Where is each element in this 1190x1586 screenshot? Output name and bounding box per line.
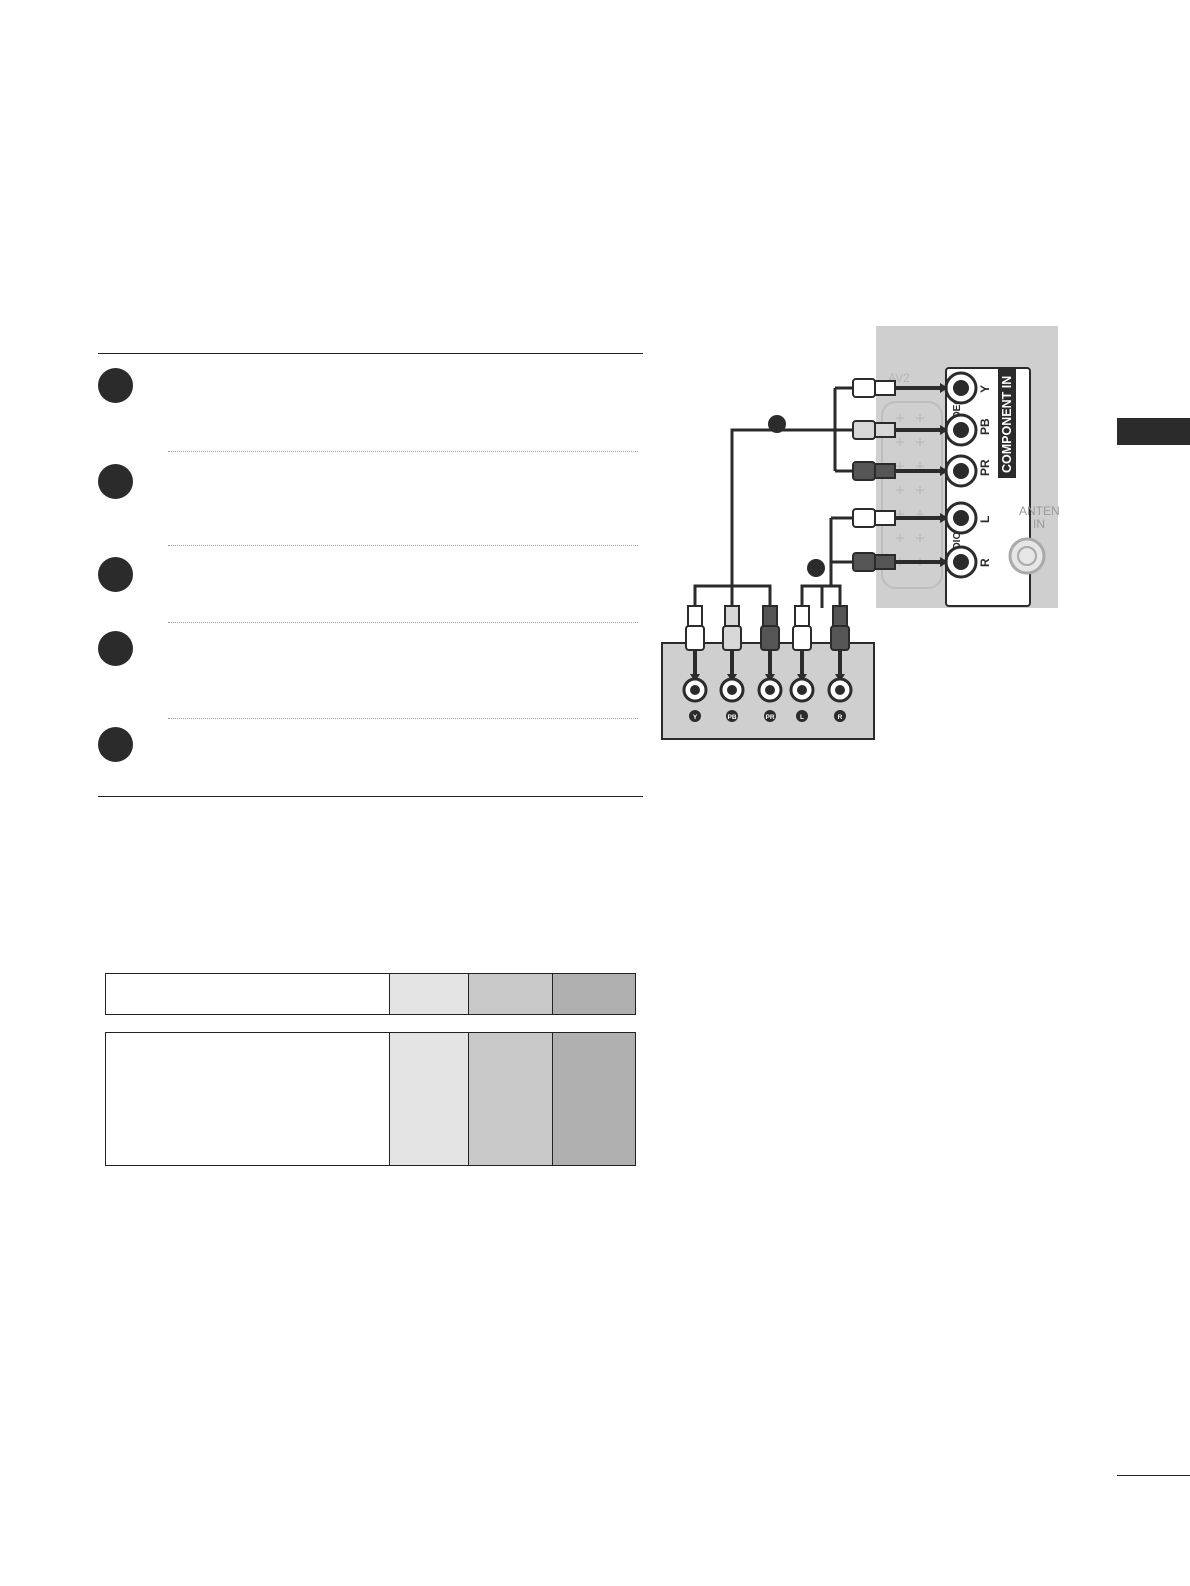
body-cell-0: [106, 1033, 390, 1165]
panel-plug-1: [852, 378, 948, 398]
body-cell-1: [390, 1033, 469, 1165]
device-plug-4: [792, 605, 812, 682]
panel-jack-core-4: [953, 510, 969, 526]
device-plug-1: [685, 605, 705, 682]
audio-bundle-marker: [807, 559, 825, 577]
bottom-rule: [98, 796, 643, 797]
step-marker-3: [98, 557, 133, 592]
device-jack-core-1: [690, 685, 700, 695]
panel-plug-4: [852, 508, 948, 528]
device-label-dot-3: [764, 710, 776, 722]
body-cell-3: [553, 1033, 635, 1165]
device-jack-label-4: L: [800, 714, 804, 721]
antenna-jack-center: [1017, 546, 1037, 566]
panel-jack-core-3: [953, 463, 969, 479]
panel-port-label-5: R: [978, 558, 992, 567]
device-label-dot-2: [726, 710, 738, 722]
body-cell-2: [469, 1033, 553, 1165]
scart-outline: [881, 401, 943, 589]
device-label-dot-1: [689, 710, 701, 722]
step-divider-4: [168, 718, 638, 719]
device-jack-label-5: R: [838, 714, 843, 721]
header-cell-1: [390, 974, 469, 1014]
video-label: VIDEO: [952, 397, 963, 428]
component-label-bar: [998, 368, 1016, 478]
step-marker-1: [98, 368, 133, 403]
step-divider-1: [168, 451, 638, 452]
device-label-dot-5: [834, 710, 846, 722]
panel-plug-2: [852, 420, 948, 440]
step-marker-2: [98, 464, 133, 499]
antenna-label-line2: IN: [1033, 517, 1045, 531]
cables: [693, 386, 855, 608]
header-cell-3: [553, 974, 635, 1014]
device-jack-label-1: Y: [693, 714, 698, 721]
device-jack-label-2: PB: [727, 714, 736, 721]
step-marker-4: [98, 631, 133, 666]
device-jack-core-5: [835, 685, 845, 695]
panel-jack-core-5: [953, 554, 969, 570]
device-plug-2: [722, 605, 742, 682]
device-plug-3: [760, 605, 780, 682]
signal-table-header: [105, 973, 636, 1015]
antenna-label-line1: ANTENNA: [1019, 504, 1060, 518]
signal-table-body: [105, 1032, 636, 1166]
component-in-label: COMPONENT IN: [1000, 376, 1014, 473]
header-cell-0: [106, 974, 390, 1014]
header-cell-2: [469, 974, 553, 1014]
chapter-tab: [1117, 418, 1190, 445]
step-divider-2: [168, 545, 638, 546]
antenna-jack: [1008, 537, 1046, 575]
panel-jack-core-2: [953, 422, 969, 438]
top-rule: [98, 353, 643, 354]
panel-plug-3: [852, 461, 948, 481]
device-plug-5: [830, 605, 850, 682]
panel-port-label-2: PB: [978, 418, 992, 435]
device-jack-label-3: PR: [765, 714, 774, 721]
panel-plug-5: [852, 552, 948, 572]
page-number-rule: [1117, 1475, 1190, 1476]
device-label-dot-4: [796, 710, 808, 722]
device-jack-core-3: [765, 685, 775, 695]
panel-port-label-4: L: [978, 516, 992, 523]
video-bundle-marker: [768, 415, 786, 433]
panel-port-label-3: PR: [978, 459, 992, 476]
step-divider-3: [168, 622, 638, 623]
panel-jack-core-1: [953, 380, 969, 396]
device-jack-core-4: [797, 685, 807, 695]
device-jack-core-2: [727, 685, 737, 695]
panel-port-label-1: Y: [978, 385, 992, 393]
step-marker-5: [98, 727, 133, 762]
